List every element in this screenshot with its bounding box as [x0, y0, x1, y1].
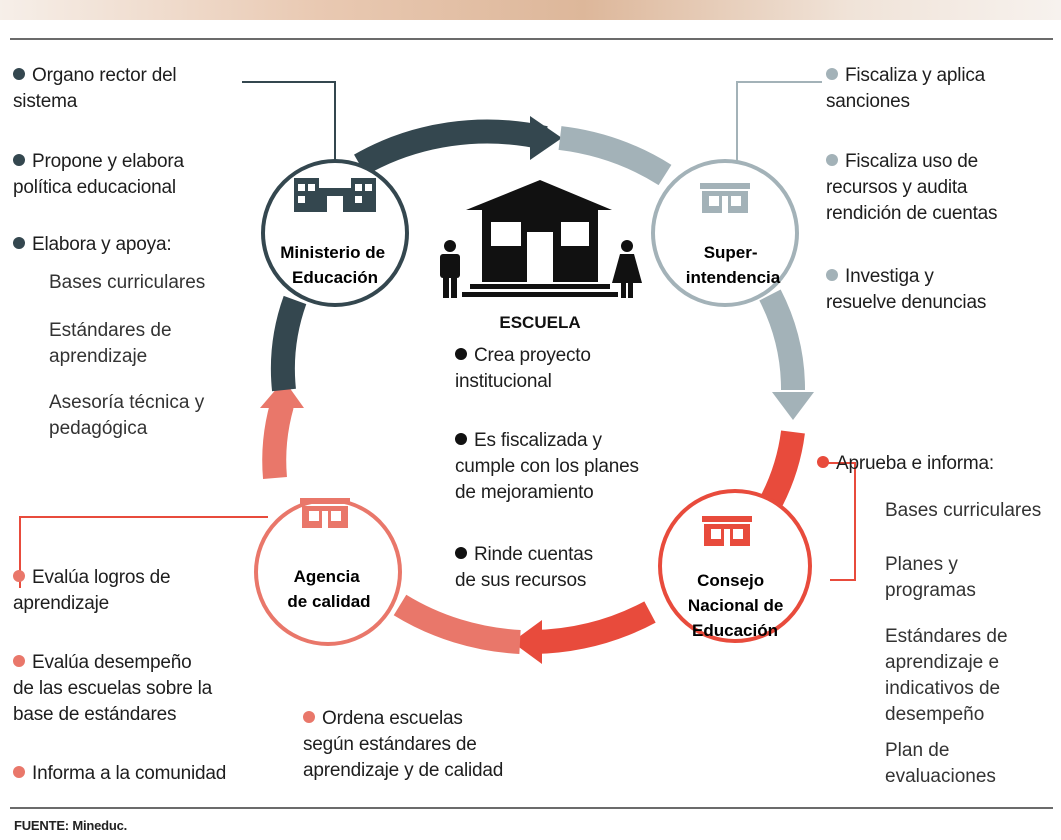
source-note: FUENTE: Mineduc. [14, 818, 128, 833]
agencia-building-icon [300, 498, 350, 528]
agencia-bullet-3: Informa a la comunidad [13, 761, 226, 787]
top-rule [10, 38, 1053, 40]
super-bullet-1: Fiscaliza y aplica sanciones [826, 65, 986, 112]
arc-red-bottom-left [393, 594, 521, 654]
connector-ministerio [242, 81, 336, 165]
woman-icon [612, 240, 642, 298]
consejo-bullet-1: Aprueba e informa: [817, 451, 994, 477]
black-dot-icon [455, 433, 467, 445]
consejo-building-icon [702, 516, 752, 546]
arc-agencia-to-ministerio [262, 401, 294, 480]
center-title: ESCUELA [499, 313, 580, 332]
ministerio-building-icon [294, 178, 376, 212]
arrow-head-to-agencia [512, 620, 542, 664]
school-house-icon [462, 180, 618, 297]
consejo-sub-1: Bases curriculares [885, 500, 1042, 521]
super-bullet-3: Investiga y resuelve denuncias [826, 266, 987, 313]
black-dot-icon [455, 348, 467, 360]
node-consejo-label: Consejo Nacional de Educación [688, 571, 788, 640]
connector-agencia [19, 516, 268, 588]
gray-dot-icon [826, 269, 838, 281]
red-dot-icon [13, 570, 25, 582]
node-ministerio-label: Ministerio de Educación [280, 243, 390, 287]
bottom-rule [10, 807, 1053, 809]
red-dot-icon [303, 711, 315, 723]
arc-consejo-to-agencia [534, 601, 656, 654]
gray-dot-icon [826, 154, 838, 166]
arc-super-to-consejo [759, 289, 806, 391]
ministerio-bullet-1: Organo rector del sistema [13, 65, 177, 112]
agencia-bullet-4: Ordena escuelas según estándares de apre… [303, 708, 504, 781]
arrow-head-to-super [530, 116, 562, 160]
red-dot-icon [817, 456, 829, 468]
arc-dark-left [270, 295, 307, 392]
node-consejo [658, 489, 812, 643]
ministerio-sub-1: Bases curriculares [49, 272, 206, 293]
node-superintendencia [651, 159, 799, 307]
dark-dot-icon [13, 154, 25, 166]
gray-dot-icon [826, 68, 838, 80]
dark-dot-icon [13, 68, 25, 80]
super-bullet-2: Fiscaliza uso de recursos y audita rendi… [826, 151, 998, 224]
header-image-band [0, 0, 1061, 20]
center-bullet-3: Rinde cuentas de sus recursos [455, 544, 593, 591]
black-dot-icon [455, 547, 467, 559]
ministerio-bullet-3: Elabora y apoya: [13, 232, 172, 258]
man-icon [440, 240, 460, 298]
node-super-label: Super- intendencia [686, 243, 781, 287]
arc-red-right [761, 430, 805, 506]
arc-gray-top [558, 126, 672, 186]
arrow-head-to-ministerio [260, 380, 304, 408]
agencia-bullet-1: Evalúa logros de aprendizaje [13, 567, 171, 614]
super-building-icon [700, 183, 750, 213]
arc-ministerio-to-super [354, 119, 548, 176]
node-agencia-label: Agencia de calidad [287, 567, 370, 611]
ministerio-bullet-2: Propone y elabora política educacional [13, 151, 184, 198]
connector-consejo [826, 462, 856, 581]
center-bullet-2: Es fiscalizada y cumple con los planes d… [455, 430, 639, 503]
arrow-head-to-consejo [772, 392, 814, 420]
red-dot-icon [13, 766, 25, 778]
center-bullet-1: Crea proyecto institucional [455, 345, 591, 392]
dark-dot-icon [13, 237, 25, 249]
agencia-bullet-2: Evalúa desempeño de las escuelas sobre l… [13, 652, 213, 725]
red-dot-icon [13, 655, 25, 667]
connector-super [736, 81, 822, 165]
